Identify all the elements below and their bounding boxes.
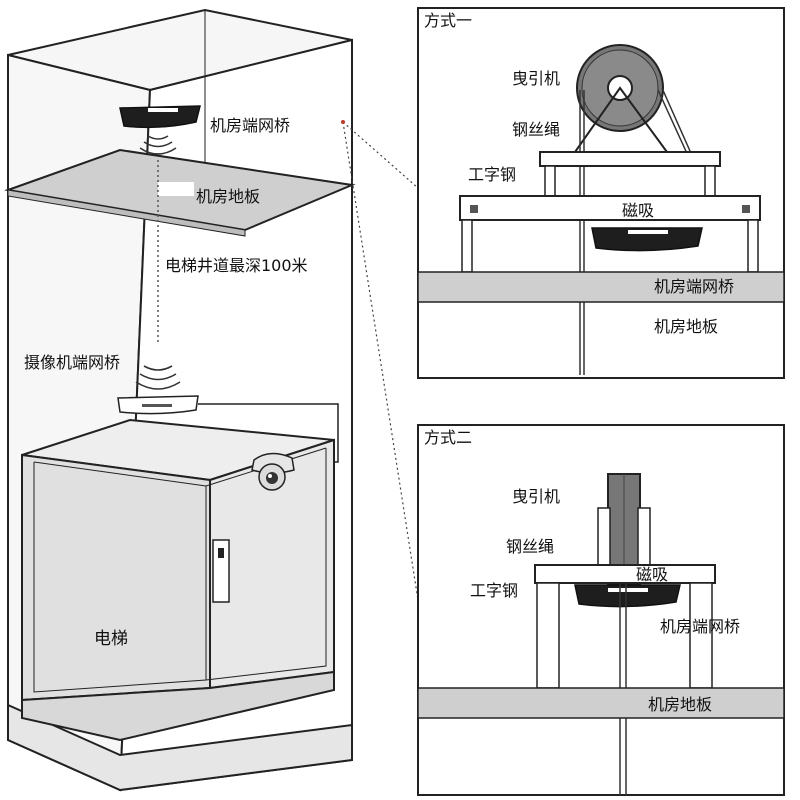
- method1-title: 方式一: [424, 11, 472, 30]
- method1-magnet-label: 磁吸: [622, 201, 654, 220]
- method2-bridge-label: 机房端网桥: [660, 617, 740, 636]
- camera-bridge-label: 摄像机端网桥: [24, 353, 120, 372]
- machine-room-bridge-device: [119, 105, 201, 155]
- leader-line-method2: [342, 121, 419, 601]
- camera-bridge-device: [117, 365, 199, 415]
- method1-bridge-label: 机房端网桥: [654, 277, 734, 296]
- leader-line-method1: [342, 121, 419, 189]
- shaft-bottom-slab: [7, 703, 353, 792]
- method2-ibeam: [534, 564, 716, 584]
- method2-title: 方式二: [424, 428, 472, 447]
- method2-floor-band: [417, 687, 785, 719]
- method2-ibeam-label: 工字钢: [470, 581, 518, 600]
- control-panel: [212, 539, 230, 603]
- method1-floor-label: 机房地板: [654, 317, 718, 336]
- method2-bridge-device: [574, 584, 681, 608]
- method1-upper-ibeam: [539, 151, 721, 167]
- method1-rope-label: 钢丝绳: [512, 120, 560, 139]
- elevator-car: [21, 418, 335, 742]
- elevator-label: 电梯: [94, 629, 128, 649]
- method2-traction-label: 曳引机: [512, 487, 560, 506]
- method1-lower-ibeam: [459, 195, 761, 221]
- bridge-top-label: 机房端网桥: [210, 116, 290, 135]
- floor-label: 机房地板: [196, 187, 260, 206]
- method1-ibeam-label: 工字钢: [468, 165, 516, 184]
- depth-label: 电梯井道最深100米: [165, 256, 308, 275]
- method2-floor-label: 机房地板: [648, 695, 712, 714]
- method1-floor-band: [417, 271, 785, 303]
- method1-panel: 方式一 曳引机 钢丝绳 工字钢 磁吸 机房端网桥: [417, 7, 785, 379]
- method1-bridge-device: [591, 227, 703, 252]
- method2-rope-label: 钢丝绳: [506, 537, 554, 556]
- method2-magnet-label: 磁吸: [636, 565, 668, 584]
- method1-traction-label: 曳引机: [512, 69, 560, 88]
- dome-camera-icon: [251, 452, 295, 491]
- method2-panel: 方式二 曳引机 钢丝绳 工字钢 磁吸 机房端网桥 机房地板: [417, 424, 785, 796]
